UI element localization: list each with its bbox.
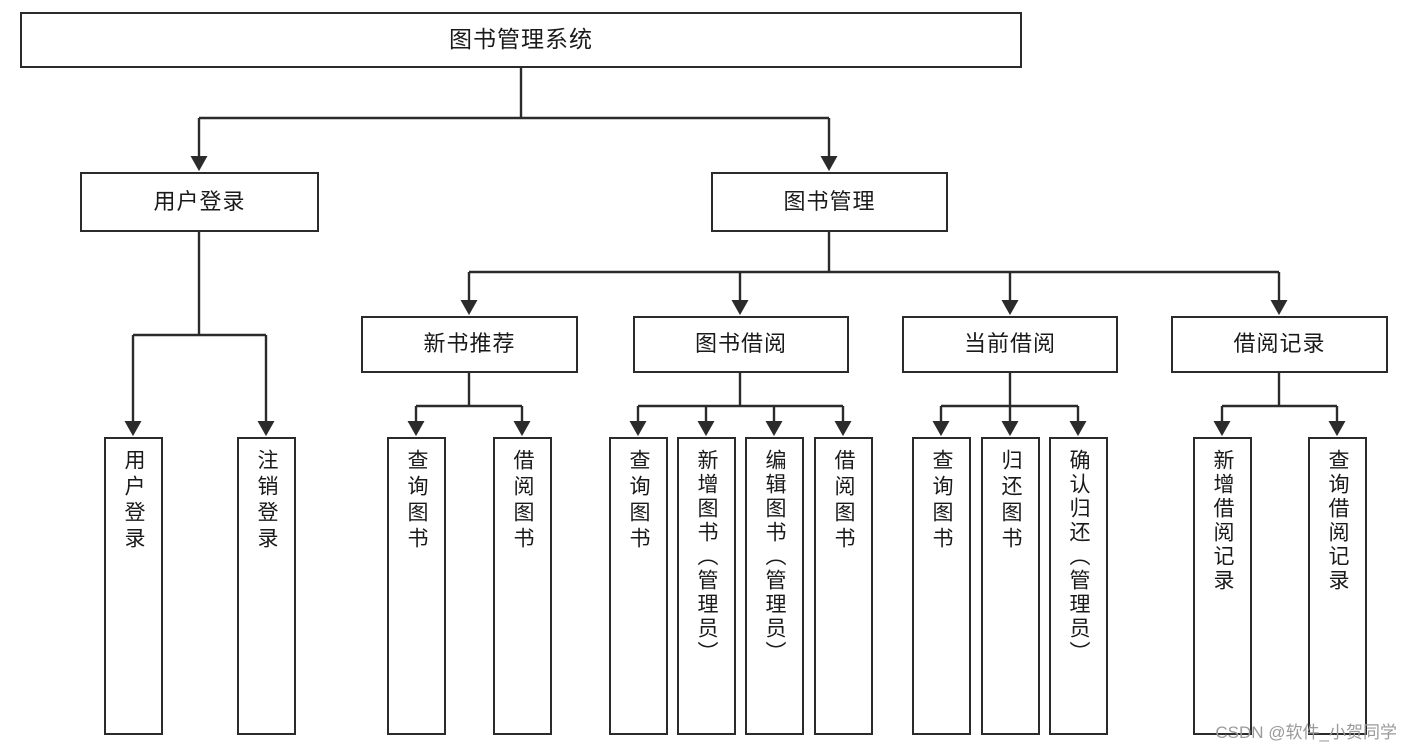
csdn-watermark: CSDN @软件_小贺同学 bbox=[1215, 723, 1397, 742]
leaf-borrow-book-1[interactable]: 借阅图书 bbox=[493, 437, 552, 735]
leaf-return-book[interactable]: 归还图书 bbox=[981, 437, 1040, 735]
leaf-query-record[interactable]: 查询借阅记录 bbox=[1308, 437, 1367, 735]
node-borrow-record-label: 借阅记录 bbox=[1233, 331, 1326, 357]
leaf-add-record[interactable]: 新增借阅记录 bbox=[1193, 437, 1252, 735]
leaf-borrow-book-2[interactable]: 借阅图书 bbox=[814, 437, 873, 735]
node-user-login-label: 用户登录 bbox=[153, 188, 246, 214]
node-book-manage[interactable]: 图书管理 bbox=[711, 172, 948, 232]
node-current-borrow[interactable]: 当前借阅 bbox=[902, 316, 1118, 373]
node-new-book-rec-label: 新书推荐 bbox=[423, 331, 516, 357]
node-current-borrow-label: 当前借阅 bbox=[963, 331, 1056, 357]
node-root[interactable]: 图书管理系统 bbox=[20, 12, 1022, 68]
leaf-query-book-1-label: 查询图书 bbox=[405, 449, 428, 553]
leaf-return-book-label: 归还图书 bbox=[999, 449, 1022, 553]
leaf-add-record-label: 新增借阅记录 bbox=[1211, 449, 1234, 593]
node-book-manage-label: 图书管理 bbox=[783, 188, 876, 214]
leaf-borrow-book-2-label: 借阅图书 bbox=[832, 449, 855, 553]
leaf-query-record-label: 查询借阅记录 bbox=[1326, 449, 1349, 593]
node-new-book-rec[interactable]: 新书推荐 bbox=[361, 316, 578, 373]
leaf-logout-label: 注销登录 bbox=[255, 449, 278, 553]
node-root-label: 图书管理系统 bbox=[449, 26, 593, 53]
node-user-login[interactable]: 用户登录 bbox=[80, 172, 319, 232]
leaf-confirm-return-label: 确认归还（管理员） bbox=[1067, 449, 1090, 665]
leaf-add-book[interactable]: 新增图书（管理员） bbox=[677, 437, 736, 735]
leaf-query-book-1[interactable]: 查询图书 bbox=[387, 437, 446, 735]
leaf-query-book-3[interactable]: 查询图书 bbox=[912, 437, 971, 735]
leaf-confirm-return[interactable]: 确认归还（管理员） bbox=[1049, 437, 1108, 735]
leaf-logout[interactable]: 注销登录 bbox=[237, 437, 296, 735]
node-book-borrow-label: 图书借阅 bbox=[694, 331, 787, 357]
leaf-user-login[interactable]: 用户登录 bbox=[104, 437, 163, 735]
node-book-borrow[interactable]: 图书借阅 bbox=[633, 316, 849, 373]
leaf-query-book-3-label: 查询图书 bbox=[930, 449, 953, 553]
leaf-user-login-label: 用户登录 bbox=[122, 449, 145, 553]
leaf-edit-book[interactable]: 编辑图书（管理员） bbox=[745, 437, 804, 735]
node-borrow-record[interactable]: 借阅记录 bbox=[1171, 316, 1388, 373]
leaf-edit-book-label: 编辑图书（管理员） bbox=[763, 449, 786, 665]
leaf-query-book-2-label: 查询图书 bbox=[627, 449, 650, 553]
leaf-add-book-label: 新增图书（管理员） bbox=[695, 449, 718, 665]
leaf-query-book-2[interactable]: 查询图书 bbox=[609, 437, 668, 735]
leaf-borrow-book-1-label: 借阅图书 bbox=[511, 449, 534, 553]
